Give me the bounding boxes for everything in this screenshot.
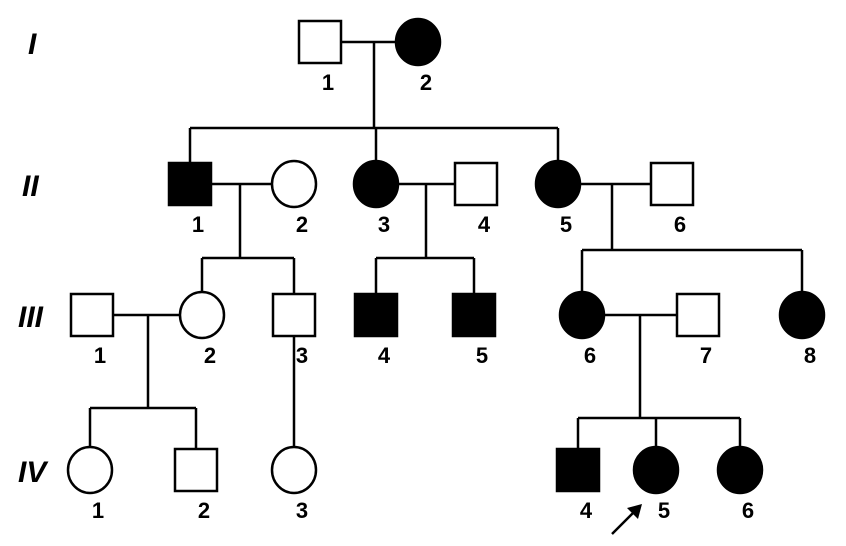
connector-lines (88, 40, 804, 449)
unaffected-male-square (675, 292, 721, 338)
proband-arrow-icon (611, 504, 642, 535)
individual-iii-7: 7 (675, 292, 721, 368)
individual-iv-4: 4 (555, 447, 601, 523)
individual-i-1: 1 (297, 19, 343, 95)
individual-number: 4 (478, 212, 491, 237)
affected-male-square (451, 292, 497, 338)
individual-ii-3: 3 (352, 159, 400, 237)
unaffected-female-circle (270, 445, 318, 495)
individual-number: 1 (94, 343, 106, 368)
individual-ii-2: 2 (270, 159, 318, 237)
unaffected-male-square (649, 161, 695, 207)
individual-iv-3: 3 (270, 445, 318, 523)
generation-label-III: III (18, 301, 44, 334)
individual-iv-1: 1 (66, 445, 114, 523)
affected-female-circle (558, 290, 606, 340)
individual-number: 1 (92, 498, 104, 523)
generation-label-II: II (22, 170, 39, 203)
unaffected-male-square (297, 19, 343, 65)
affected-female-circle (632, 445, 680, 495)
individual-iii-4: 4 (353, 292, 399, 368)
individual-number: 5 (476, 343, 488, 368)
individual-number: 5 (658, 498, 670, 523)
individual-iii-2: 2 (178, 290, 226, 368)
unaffected-female-circle (270, 159, 318, 209)
individual-number: 3 (296, 343, 308, 368)
affected-female-circle (352, 159, 400, 209)
individual-number: 2 (204, 343, 216, 368)
affected-female-circle (716, 445, 764, 495)
individual-number: 1 (322, 70, 334, 95)
individual-number: 6 (674, 212, 686, 237)
individual-number: 6 (584, 343, 596, 368)
individual-iv-2: 2 (173, 447, 219, 523)
affected-female-circle (778, 290, 826, 340)
individual-iii-1: 1 (69, 292, 115, 368)
unaffected-male-square (173, 447, 219, 493)
generation-label-IV: IV (18, 456, 49, 489)
individual-number: 8 (804, 343, 816, 368)
affected-female-circle (534, 159, 582, 209)
individual-number: 1 (192, 212, 204, 237)
unaffected-female-circle (66, 445, 114, 495)
unaffected-male-square (453, 161, 499, 207)
individual-ii-6: 6 (649, 161, 695, 237)
individual-iii-6: 6 (558, 290, 606, 368)
individual-iii-3: 3 (271, 292, 317, 368)
individual-number: 4 (580, 498, 593, 523)
individual-number: 5 (560, 212, 572, 237)
individual-iv-6: 6 (716, 445, 764, 523)
individual-iii-5: 5 (451, 292, 497, 368)
individual-number: 6 (742, 498, 754, 523)
individual-number: 3 (378, 212, 390, 237)
generation-label-I: I (28, 28, 37, 61)
individual-number: 2 (296, 212, 308, 237)
individual-ii-5: 5 (534, 159, 582, 237)
individual-iii-8: 8 (778, 290, 826, 368)
individual-ii-4: 4 (453, 161, 499, 237)
affected-male-square (555, 447, 601, 493)
individual-number: 4 (378, 343, 391, 368)
individual-iv-5: 5 (632, 445, 680, 523)
individual-ii-1: 1 (167, 161, 213, 237)
affected-male-square (353, 292, 399, 338)
affected-female-circle (394, 17, 442, 67)
unaffected-male-square (271, 292, 317, 338)
unaffected-male-square (69, 292, 115, 338)
affected-male-square (167, 161, 213, 207)
individual-number: 2 (420, 70, 432, 95)
unaffected-female-circle (178, 290, 226, 340)
individual-symbols: 1 2 1 2 3 4 5 6 1 2 3 4 5 6 7 8 1 2 3 4 5 6 (66, 17, 826, 523)
individual-i-2: 2 (394, 17, 442, 95)
individual-number: 7 (700, 343, 712, 368)
individual-number: 2 (198, 498, 210, 523)
individual-number: 3 (296, 498, 308, 523)
